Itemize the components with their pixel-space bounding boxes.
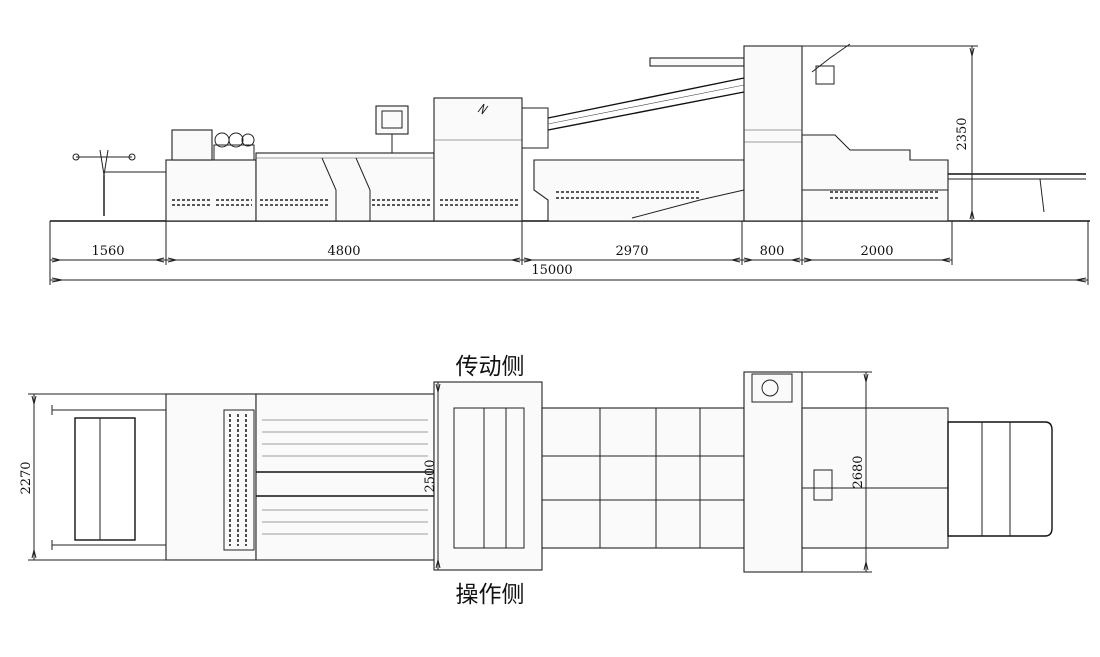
stacker-tower xyxy=(743,45,803,222)
dim-2000: 2000 xyxy=(860,244,893,259)
plan-view: 传动侧 操作侧 xyxy=(19,354,1053,608)
side-elevation: 1560 4800 2970 800 2000 15000 2350 xyxy=(49,43,1090,285)
dim-2350: 2350 xyxy=(955,117,970,150)
dim-1560: 1560 xyxy=(91,244,124,259)
dim-2970: 2970 xyxy=(615,244,648,259)
plan-feeder xyxy=(165,393,257,561)
perforated-plate xyxy=(229,414,247,546)
plan-dryer xyxy=(541,407,745,549)
plan-outfeed xyxy=(947,421,1053,537)
plan-delivery xyxy=(801,407,949,549)
roller-lines xyxy=(262,419,428,535)
coating-housing xyxy=(433,97,523,222)
plan-main xyxy=(255,393,435,561)
monitor xyxy=(375,105,409,135)
delivery-body xyxy=(801,134,949,222)
inclined-conveyor xyxy=(547,57,745,131)
feeder-stand xyxy=(72,149,166,216)
dryer-body xyxy=(533,159,745,222)
dim-2270: 2270 xyxy=(19,461,34,494)
dim-total-15000: 15000 xyxy=(531,263,572,278)
dim-4800: 4800 xyxy=(327,244,360,259)
plan-dimensions: 2270 2500 2680 xyxy=(19,371,872,573)
horizontal-dimensions: 1560 4800 2970 800 2000 15000 xyxy=(49,221,1089,285)
dim-2680: 2680 xyxy=(851,455,866,488)
dim-800: 800 xyxy=(760,244,785,259)
drive-side-label: 传动侧 xyxy=(456,354,525,380)
operating-side-label: 操作侧 xyxy=(456,582,525,608)
outfeed-table xyxy=(948,173,1086,213)
feeder-body xyxy=(165,159,257,222)
dim-2500: 2500 xyxy=(423,459,438,492)
infeed-cage xyxy=(51,405,166,550)
plan-coating xyxy=(433,381,543,571)
main-body xyxy=(255,152,435,222)
plan-stacker xyxy=(743,371,803,573)
vent-slots xyxy=(172,191,940,206)
height-dimension: 2350 xyxy=(802,45,978,222)
